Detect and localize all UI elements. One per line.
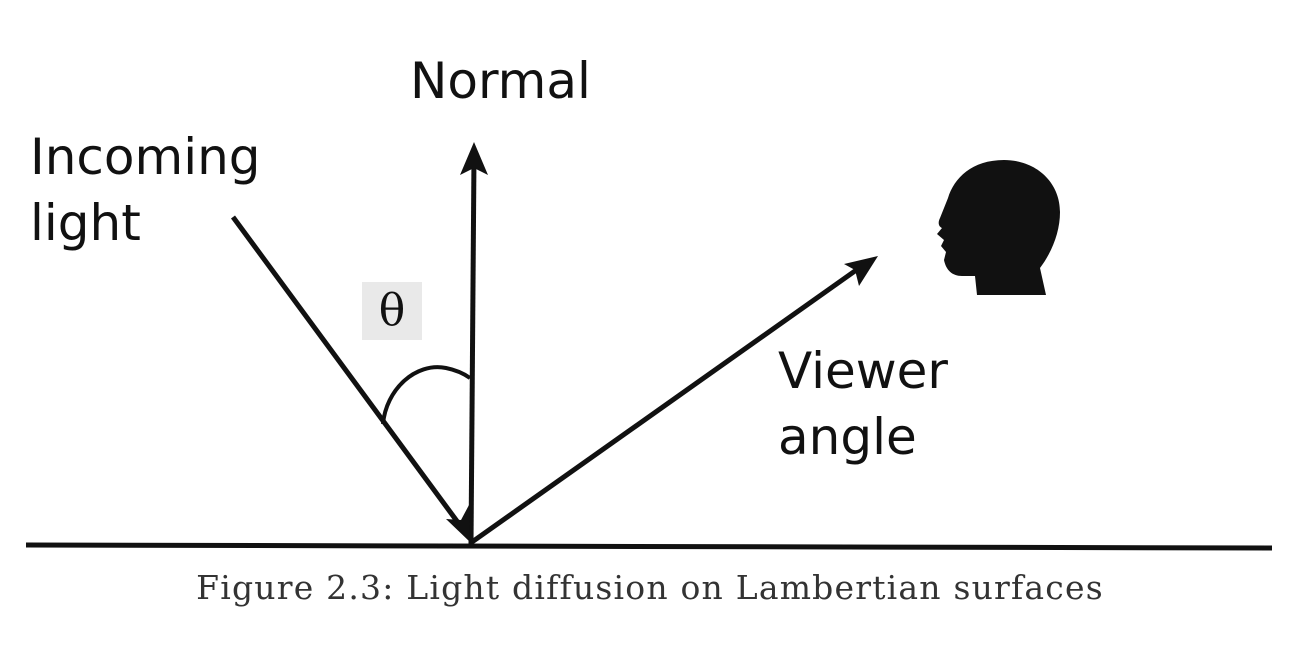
viewer-angle-label-line2: angle — [778, 408, 917, 466]
viewer-angle-label: Viewer angle — [778, 338, 948, 470]
incoming-light-label: Incoming light — [30, 124, 261, 256]
incoming-light-arrow — [230, 215, 465, 530]
incoming-light-label-line2: light — [30, 194, 141, 252]
theta-angle-arc — [381, 365, 472, 425]
viewer-angle-arrowhead — [844, 256, 878, 286]
normal-label: Normal — [410, 52, 591, 110]
normal-arrow — [468, 155, 477, 545]
normal-arrowhead — [460, 142, 488, 175]
figure-caption: Figure 2.3: Light diffusion on Lambertia… — [196, 568, 1104, 607]
viewer-angle-arrow — [470, 263, 864, 545]
viewer-head-icon — [937, 160, 1060, 295]
incoming-light-label-line1: Incoming — [30, 128, 261, 186]
theta-symbol: θ — [362, 282, 422, 340]
viewer-angle-label-line1: Viewer — [778, 342, 948, 400]
incoming-light-arrowhead — [446, 505, 470, 542]
surface-line — [25, 542, 1273, 551]
